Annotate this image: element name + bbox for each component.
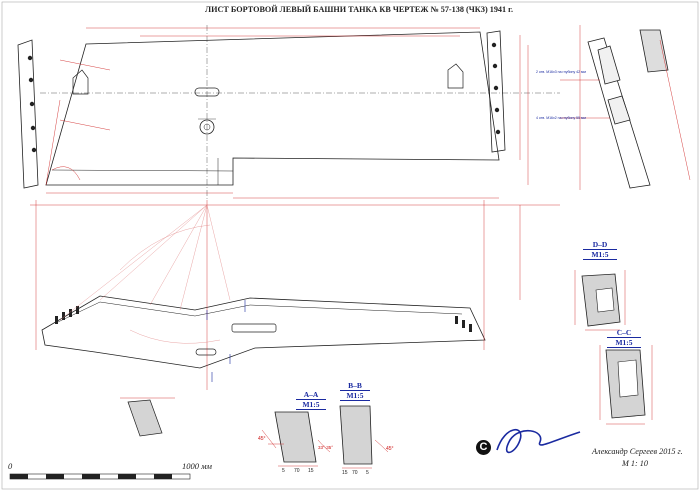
right-hinge-strip: [486, 30, 506, 153]
section-scale: М1:5: [607, 337, 641, 348]
angle-label-2: 45°: [386, 446, 394, 452]
left-hinge-strip: [17, 39, 39, 189]
section-scale: М1:5: [583, 249, 617, 260]
section-a-a-drawing: [261, 411, 331, 467]
author-credit: Александр Сергеев 2015 г.: [592, 447, 683, 456]
section-b-b-drawing: [339, 405, 389, 469]
section-name: D–D: [592, 240, 608, 249]
dim-b-3: 5: [366, 470, 369, 476]
thread-note-2: 4 отв. М16х2 на глубину 55 мм: [536, 116, 586, 120]
dim-a-3: 15: [308, 468, 314, 474]
dim-b-2: 70: [352, 470, 358, 476]
drawing-title: ЛИСТ БОРТОВОЙ ЛЕВЫЙ БАШНИ ТАНКА КВ ЧЕРТЕ…: [205, 5, 514, 14]
section-scale: М1:5: [340, 390, 370, 401]
scale-bar: [9, 473, 191, 480]
round-hole: [199, 119, 215, 135]
small-section: [120, 397, 175, 437]
angle-label-3: 33°-35°: [318, 445, 334, 450]
section-label-d-d: D–D М1:5: [583, 240, 617, 260]
angle-label-1: 45°: [258, 436, 266, 442]
section-name: C–C: [616, 328, 632, 337]
bottom-slot: [231, 323, 277, 333]
section-scale: М1:5: [296, 399, 326, 410]
dim-a-1: 5: [282, 468, 285, 474]
top-plate-outline: [45, 31, 500, 186]
bottom-view: [41, 295, 486, 369]
section-d-d-drawing: [574, 270, 626, 331]
top-plate-edge: [51, 169, 234, 172]
dim-a-2: 70: [294, 468, 300, 474]
scale-bar-start: 0: [8, 461, 13, 471]
bottom-plate-outline: [41, 295, 486, 369]
section-name: A–A: [303, 390, 319, 399]
drawing-scale: М 1: 10: [622, 459, 648, 468]
section-label-a-a: A–A М1:5: [296, 390, 326, 410]
section-name: B–B: [348, 381, 362, 390]
bottom-dimensions: [30, 200, 560, 390]
section-markers: [206, 300, 246, 382]
section-c-c-drawing: [599, 345, 653, 425]
section-label-b-b: B–B М1:5: [340, 381, 370, 401]
scale-bar-end: 1000 мм: [182, 461, 212, 471]
construction-lines: [59, 204, 231, 344]
top-dimensions: [45, 27, 529, 199]
thread-note-1: 2 отв. М16х3 на глубину 42 мм: [536, 70, 586, 74]
dim-b-1: 15: [342, 470, 348, 476]
top-right-section: [587, 29, 669, 189]
signature: [496, 429, 581, 454]
left-lug: [72, 69, 89, 95]
section-label-c-c: C–C М1:5: [607, 328, 641, 348]
copyright-icon: C: [476, 440, 491, 455]
slot: [194, 87, 220, 97]
right-lug: [447, 63, 464, 89]
top-view: [17, 25, 560, 200]
